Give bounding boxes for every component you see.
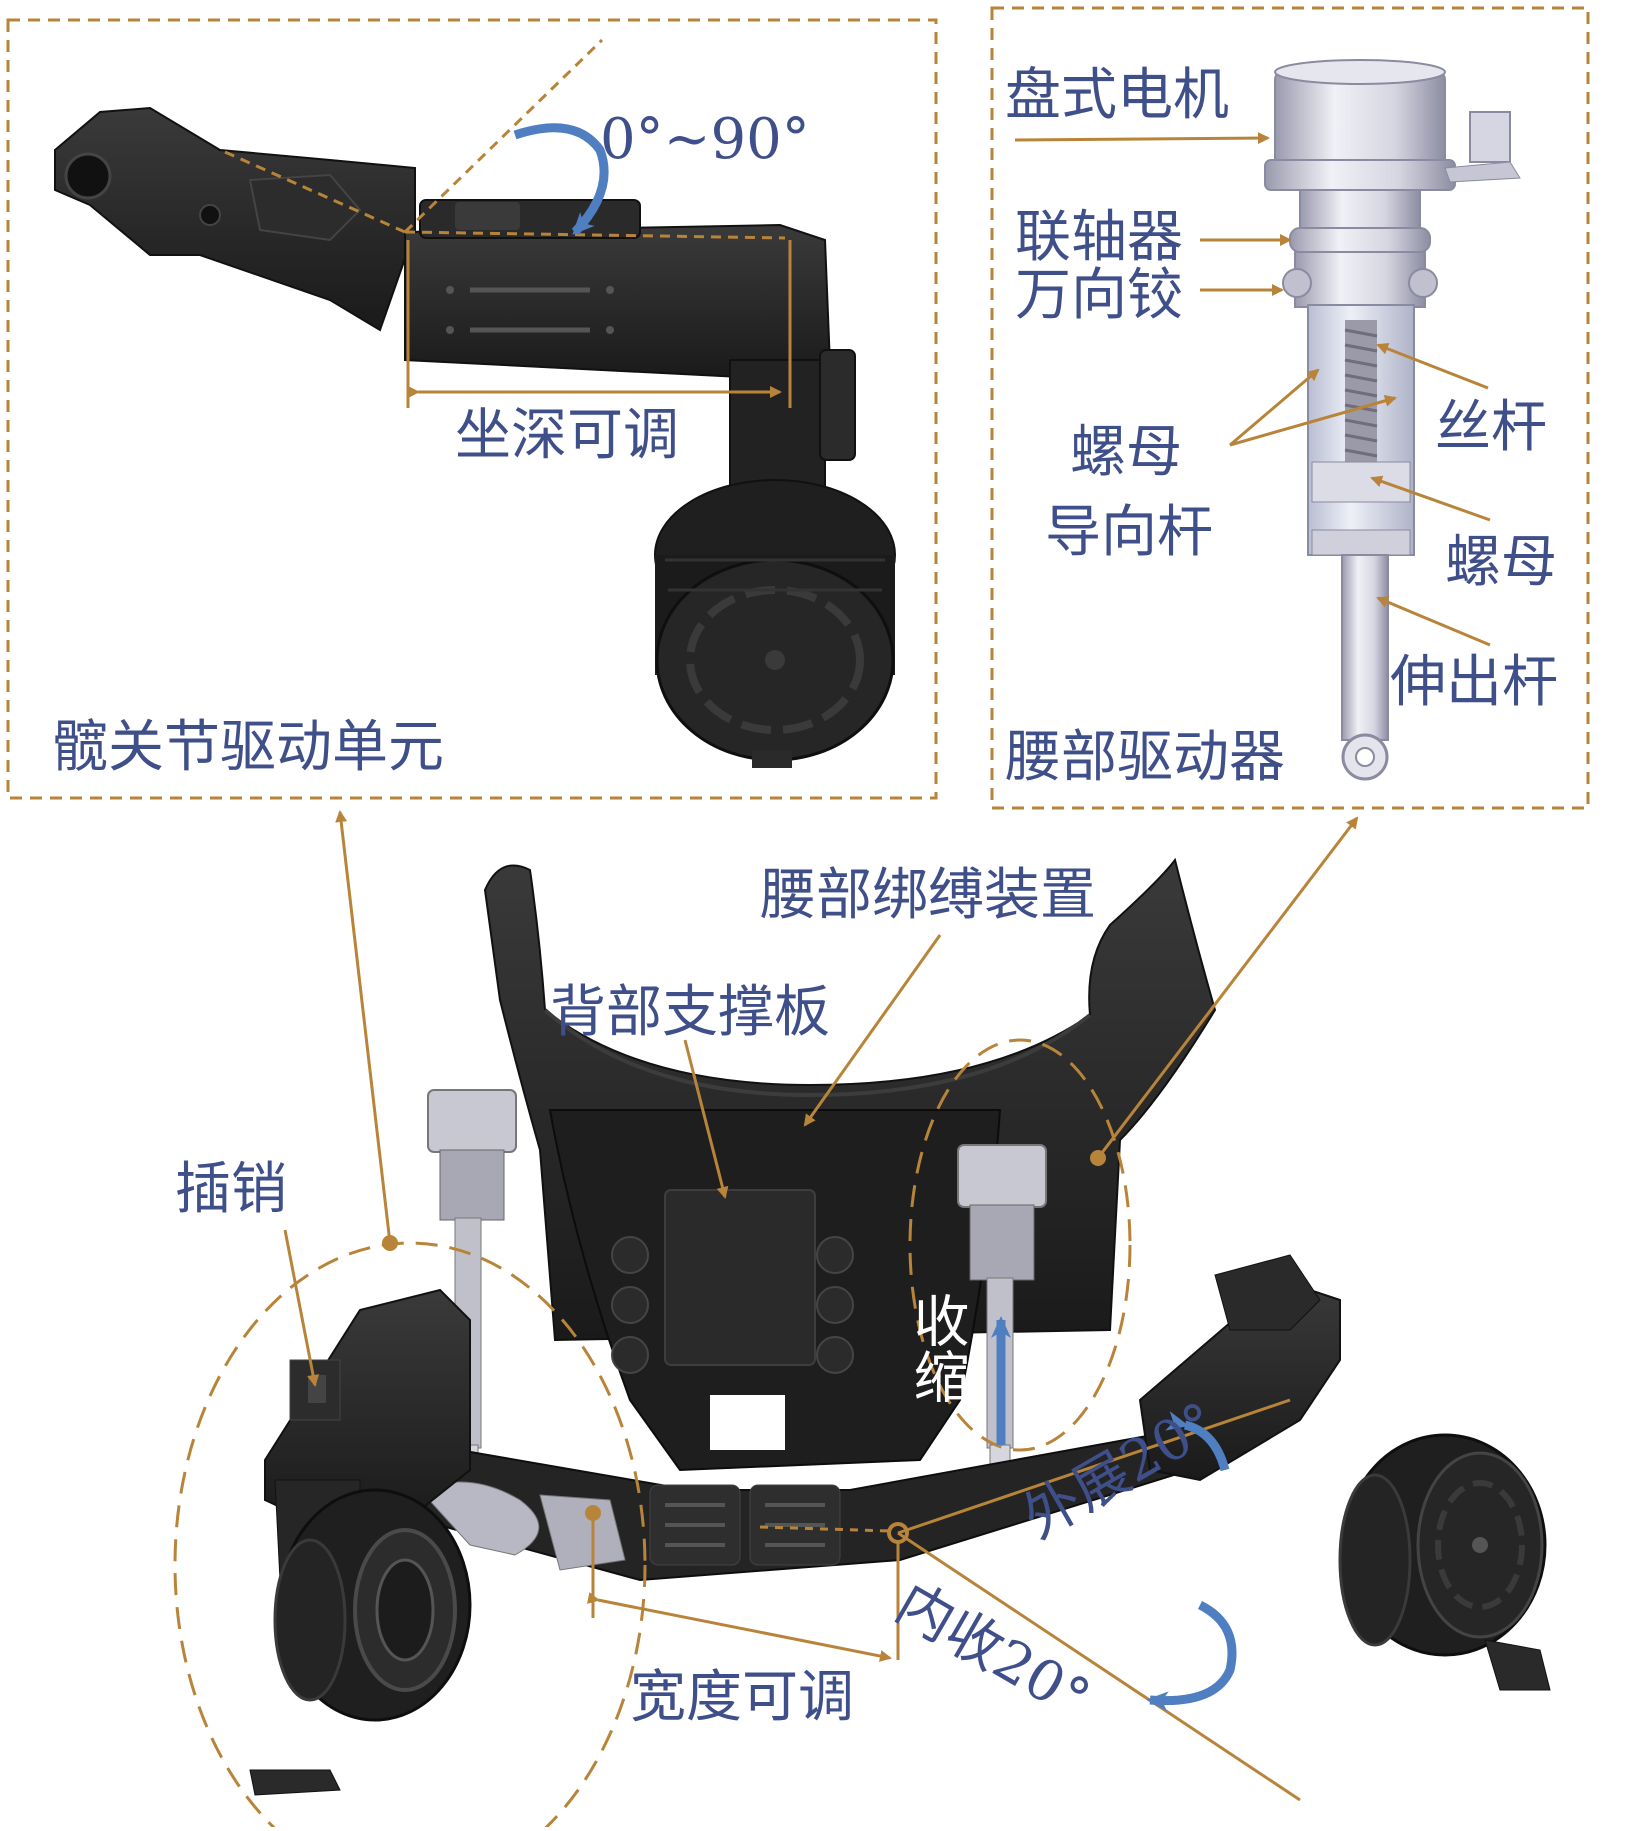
exoskeleton-assembly-drawing bbox=[249, 857, 1551, 1796]
right-actuator-highlight-circle bbox=[908, 1038, 1132, 1452]
hip-unit-drawing bbox=[54, 106, 896, 768]
assembly-callouts bbox=[173, 810, 1359, 1831]
angle-range-label: 0°~90° bbox=[600, 107, 810, 172]
pin-label: 插销 bbox=[175, 1157, 287, 1222]
hip-unit-panel-frame bbox=[6, 18, 938, 800]
width-dimension-arrow bbox=[587, 1592, 892, 1662]
rotation-arrow-icon bbox=[513, 123, 609, 236]
universal-joint-label: 万向铰 bbox=[1015, 263, 1183, 328]
back-support-label: 背部支撑板 bbox=[550, 980, 830, 1045]
retract-label: 收缩 bbox=[904, 1292, 969, 1404]
nut-guide-rod-label-line2: 导向杆 bbox=[1045, 500, 1213, 565]
disc-motor-label: 盘式电机 bbox=[1005, 63, 1229, 128]
hip-unit-panel-title: 髋关节驱动单元 bbox=[52, 715, 444, 780]
adduction-reference-line bbox=[897, 1531, 1301, 1802]
width-adjust-label: 宽度可调 bbox=[630, 1665, 854, 1730]
abduction-reference-line bbox=[897, 1398, 1291, 1535]
waist-binding-label: 腰部绑缚装置 bbox=[760, 863, 1096, 928]
left-hip-highlight-circle bbox=[173, 1241, 647, 1831]
lead-screw-label: 丝杆 bbox=[1435, 395, 1547, 460]
seat-depth-label: 坐深可调 bbox=[455, 403, 679, 468]
waist-actuator-panel-title: 腰部驱动器 bbox=[1005, 725, 1285, 790]
bar-reference-line bbox=[404, 230, 786, 240]
coupling-label: 联轴器 bbox=[1015, 205, 1183, 270]
adduction-arrow-icon bbox=[1146, 1600, 1237, 1712]
hip-unit-leader-line bbox=[335, 810, 392, 1244]
rotation-reference-line bbox=[403, 38, 604, 234]
nut-label: 螺母 bbox=[1445, 530, 1557, 595]
extension-rod-label: 伸出杆 bbox=[1390, 650, 1558, 715]
waist-actuator-callouts bbox=[1014, 132, 1491, 647]
actuator-leader-line bbox=[1096, 816, 1359, 1159]
nut-guide-rod-label-line1: 螺母 bbox=[1070, 420, 1182, 485]
waist-actuator-panel-frame bbox=[990, 6, 1590, 810]
waist-actuator-drawing bbox=[1264, 59, 1521, 781]
abduction-arrow-icon bbox=[1165, 1411, 1230, 1472]
